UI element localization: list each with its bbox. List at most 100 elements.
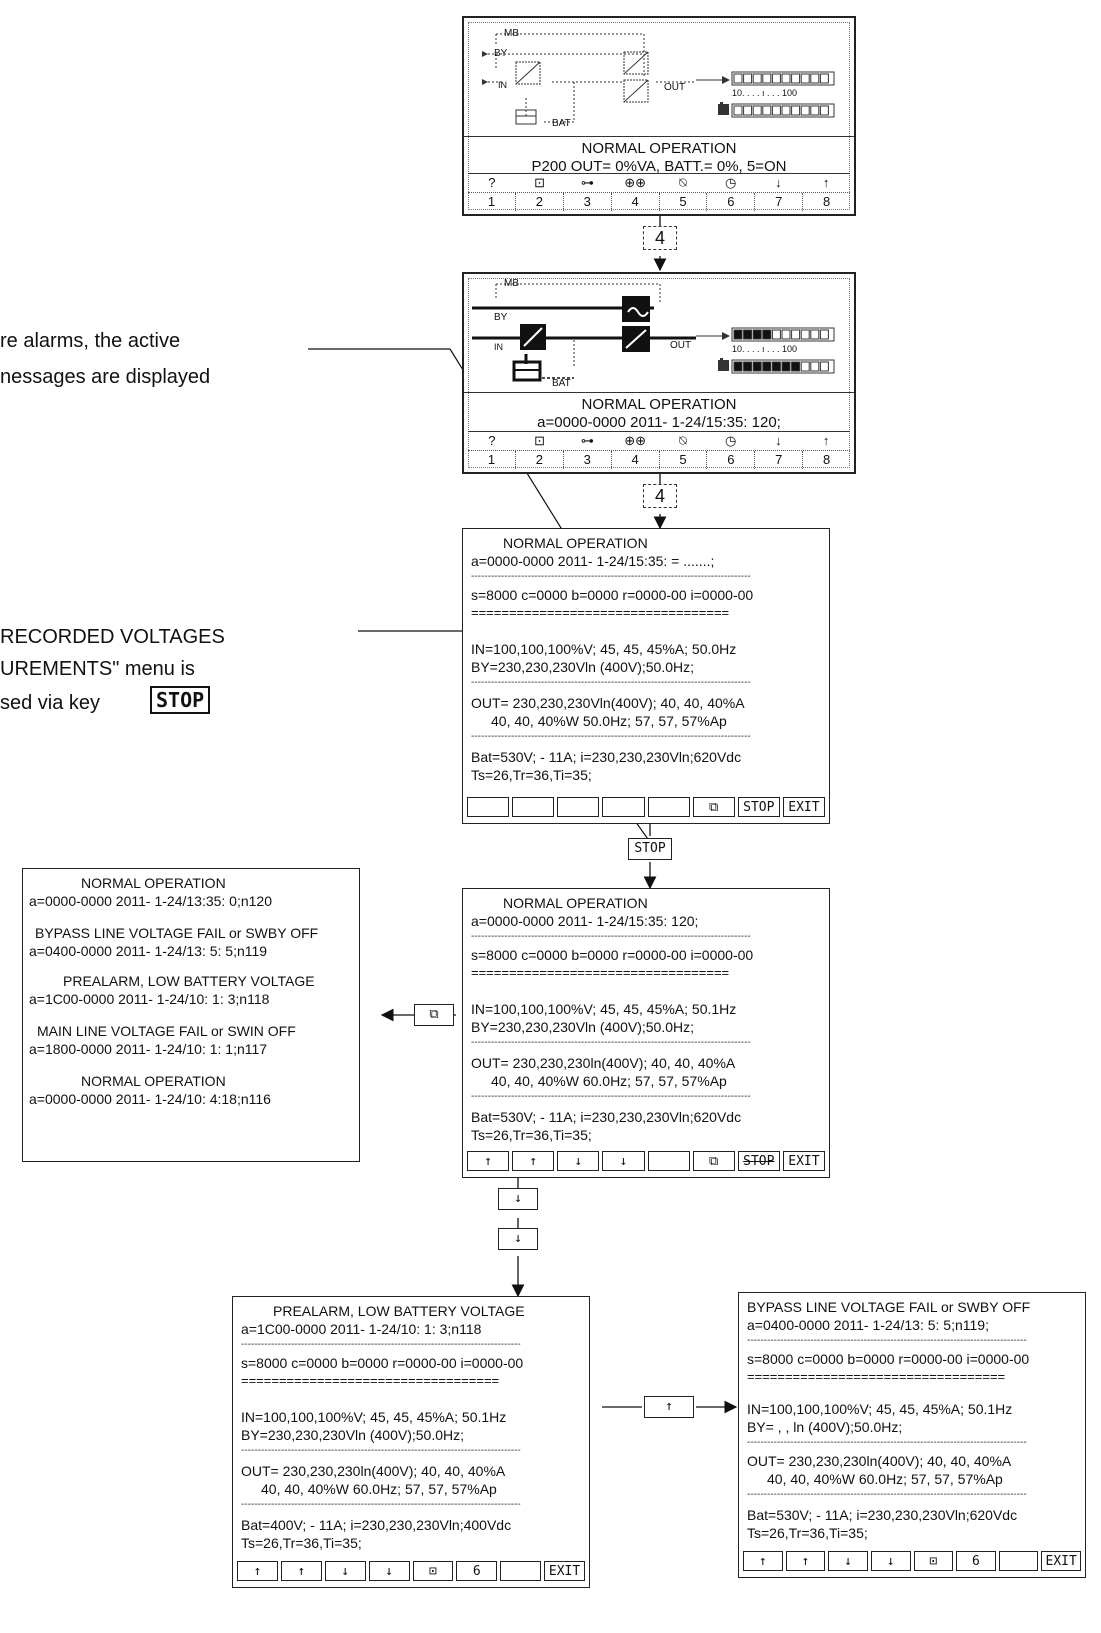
arrow-up-icon[interactable]: ↑: [280, 1561, 322, 1581]
screen-line: Bat=530V; - 11A; i=230,230,230Vln;620Vdc: [747, 1507, 1018, 1523]
exit-key-button[interactable]: EXIT: [544, 1561, 585, 1581]
lcd-display-1: MB BY IN OUT BAT 10. . . . ı . . . 100 N…: [462, 16, 856, 216]
arrow-down-icon[interactable]: ↓: [498, 1188, 538, 1210]
function-keys: ? ⊡ ⊶ ⊕⊕ ⍉ ◷ ↓ ↑ 1 2 3 4 5 6 7 8: [468, 431, 850, 469]
key-4-button[interactable]: 4: [643, 226, 677, 250]
softkey-5[interactable]: [647, 1151, 690, 1171]
arrow-down-icon[interactable]: ↓: [602, 1151, 645, 1171]
key-icon[interactable]: ⊶: [580, 433, 594, 448]
softkey-bar: ↑ ↑ ↓ ↓ ⊡ 6 EXIT: [237, 1561, 585, 1583]
key-icon[interactable]: ⊶: [580, 175, 594, 190]
arrow-up-icon[interactable]: ↑: [822, 433, 830, 448]
log-title: MAIN LINE VOLTAGE FAIL or SWIN OFF: [37, 1023, 296, 1039]
help-icon[interactable]: ?: [488, 175, 496, 190]
measures-icon[interactable]: ⊡: [412, 1561, 454, 1581]
key-4-button[interactable]: 4: [643, 484, 677, 508]
measures-icon[interactable]: ⊡: [534, 175, 546, 190]
ups-mimic-icon: [482, 33, 835, 125]
level-segment: [733, 105, 743, 116]
level-segment: [800, 361, 810, 372]
measures-icon[interactable]: ⊡: [534, 433, 546, 448]
softkey-6[interactable]: 6: [456, 1561, 498, 1581]
level-segment: [752, 73, 762, 84]
level-segment: [762, 105, 772, 116]
arrow-down-icon[interactable]: ↓: [775, 433, 782, 448]
arrow-up-icon[interactable]: ↑: [743, 1551, 783, 1571]
softkey-1[interactable]: [467, 797, 510, 817]
arrow-down-icon[interactable]: ↓: [775, 175, 782, 190]
arrow-down-icon[interactable]: ↓: [498, 1228, 538, 1250]
alarm-mute-icon[interactable]: ⍉: [678, 433, 687, 448]
stop-key-button[interactable]: STOP: [737, 1151, 780, 1171]
screen-title: NORMAL OPERATION: [503, 895, 648, 911]
exit-key-button[interactable]: EXIT: [1041, 1551, 1081, 1571]
screen-line: Ts=26,Tr=36,Ti=35;: [471, 1127, 592, 1143]
level-segment: [743, 361, 753, 372]
fkey-number: 4: [610, 193, 659, 211]
settings-icon[interactable]: ⊕⊕: [624, 175, 647, 190]
screen-line: BY=230,230,230Vln (400V);50.0Hz;: [471, 659, 694, 675]
divider: ----------------------------------------…: [471, 731, 751, 742]
softkey-7[interactable]: [500, 1561, 542, 1581]
scale-label: 10. . . . ı . . . 100: [732, 88, 798, 98]
fkey-number: 6: [706, 193, 754, 211]
clock-icon[interactable]: ◷: [724, 175, 737, 190]
arrow-up-icon[interactable]: ↑: [237, 1561, 278, 1581]
settings-icon[interactable]: ⊕⊕: [624, 433, 647, 448]
level-segment: [781, 329, 791, 340]
softkey-6[interactable]: 6: [956, 1551, 996, 1571]
divider: ----------------------------------------…: [471, 571, 751, 582]
softkey-2[interactable]: [512, 797, 555, 817]
screen-line: a=1C00-0000 2011- 1-24/10: 1: 3;n118: [241, 1321, 482, 1337]
softkey-7[interactable]: [998, 1551, 1039, 1571]
exit-key-button[interactable]: EXIT: [782, 1151, 825, 1171]
status-line: a=0000-0000 2011- 1-24/15:35: 120;: [537, 414, 781, 431]
log-key-icon[interactable]: ⧉: [414, 1004, 454, 1026]
status-title: NORMAL OPERATION: [581, 140, 737, 157]
arrow-down-icon[interactable]: ↓: [870, 1551, 911, 1571]
screen-line: BY=230,230,230Vln (400V);50.0Hz;: [241, 1427, 464, 1443]
alarm-mute-icon[interactable]: ⍉: [678, 175, 687, 190]
arrow-down-icon[interactable]: ↓: [557, 1151, 600, 1171]
help-icon[interactable]: ?: [488, 433, 496, 448]
measure-screen-b: NORMAL OPERATION a=0000-0000 2011- 1-24/…: [462, 888, 830, 1178]
divider: ----------------------------------------…: [471, 1091, 751, 1102]
arrow-up-icon[interactable]: ↑: [644, 1396, 694, 1418]
fkey-number: 4: [610, 451, 659, 469]
screen-line: s=8000 c=0000 b=0000 r=0000-00 i=0000-00: [241, 1355, 524, 1371]
softkey-3[interactable]: [557, 797, 600, 817]
measures-icon[interactable]: ⊡: [913, 1551, 954, 1571]
ups-mimic-icon: [472, 283, 835, 382]
screen-line: IN=100,100,100%V; 45, 45, 45%A; 50.1Hz: [747, 1401, 1013, 1417]
arrow-up-icon[interactable]: ↑: [467, 1151, 510, 1171]
arrow-down-icon[interactable]: ↓: [828, 1551, 868, 1571]
stop-key-button[interactable]: STOP: [628, 838, 672, 860]
screen-line: BY=230,230,230Vln (400V);50.0Hz;: [471, 1019, 694, 1035]
level-segment: [743, 73, 753, 84]
softkey-4[interactable]: [602, 797, 645, 817]
level-segment: [810, 361, 820, 372]
exit-key-button[interactable]: EXIT: [782, 797, 825, 817]
clock-icon[interactable]: ◷: [724, 433, 737, 448]
log-title: BYPASS LINE VOLTAGE FAIL or SWBY OFF: [35, 925, 319, 941]
arrow-down-icon[interactable]: ↓: [324, 1561, 366, 1581]
screen-line: a=0400-0000 2011- 1-24/13: 5: 5;n119;: [747, 1317, 989, 1333]
stop-key-button[interactable]: STOP: [737, 797, 780, 817]
softkey-bar: ⧉ STOP EXIT: [467, 797, 825, 819]
arrow-down-icon[interactable]: ↓: [368, 1561, 410, 1581]
arrow-up-icon[interactable]: ↑: [512, 1151, 555, 1171]
softkey-5[interactable]: [647, 797, 690, 817]
divider: ----------------------------------------…: [471, 931, 751, 942]
divider: ----------------------------------------…: [471, 677, 751, 688]
fkey-number: 7: [754, 451, 802, 469]
divider: ----------------------------------------…: [747, 1437, 1027, 1448]
log-key-icon[interactable]: ⧉: [692, 1151, 735, 1171]
divider: ==================================: [471, 965, 730, 980]
arrow-up-icon[interactable]: ↑: [785, 1551, 826, 1571]
arrow-up-icon[interactable]: ↑: [822, 175, 830, 190]
level-segment: [810, 73, 820, 84]
note-line: RECORDED VOLTAGES: [0, 626, 225, 648]
log-key-icon[interactable]: ⧉: [692, 797, 735, 817]
status-line: P200 OUT= 0%VA, BATT.= 0%, 5=ON: [531, 158, 787, 175]
mimic-diagram-2: MB BY IN OUT BAT 10. . . . ı . . . 100: [464, 274, 854, 393]
